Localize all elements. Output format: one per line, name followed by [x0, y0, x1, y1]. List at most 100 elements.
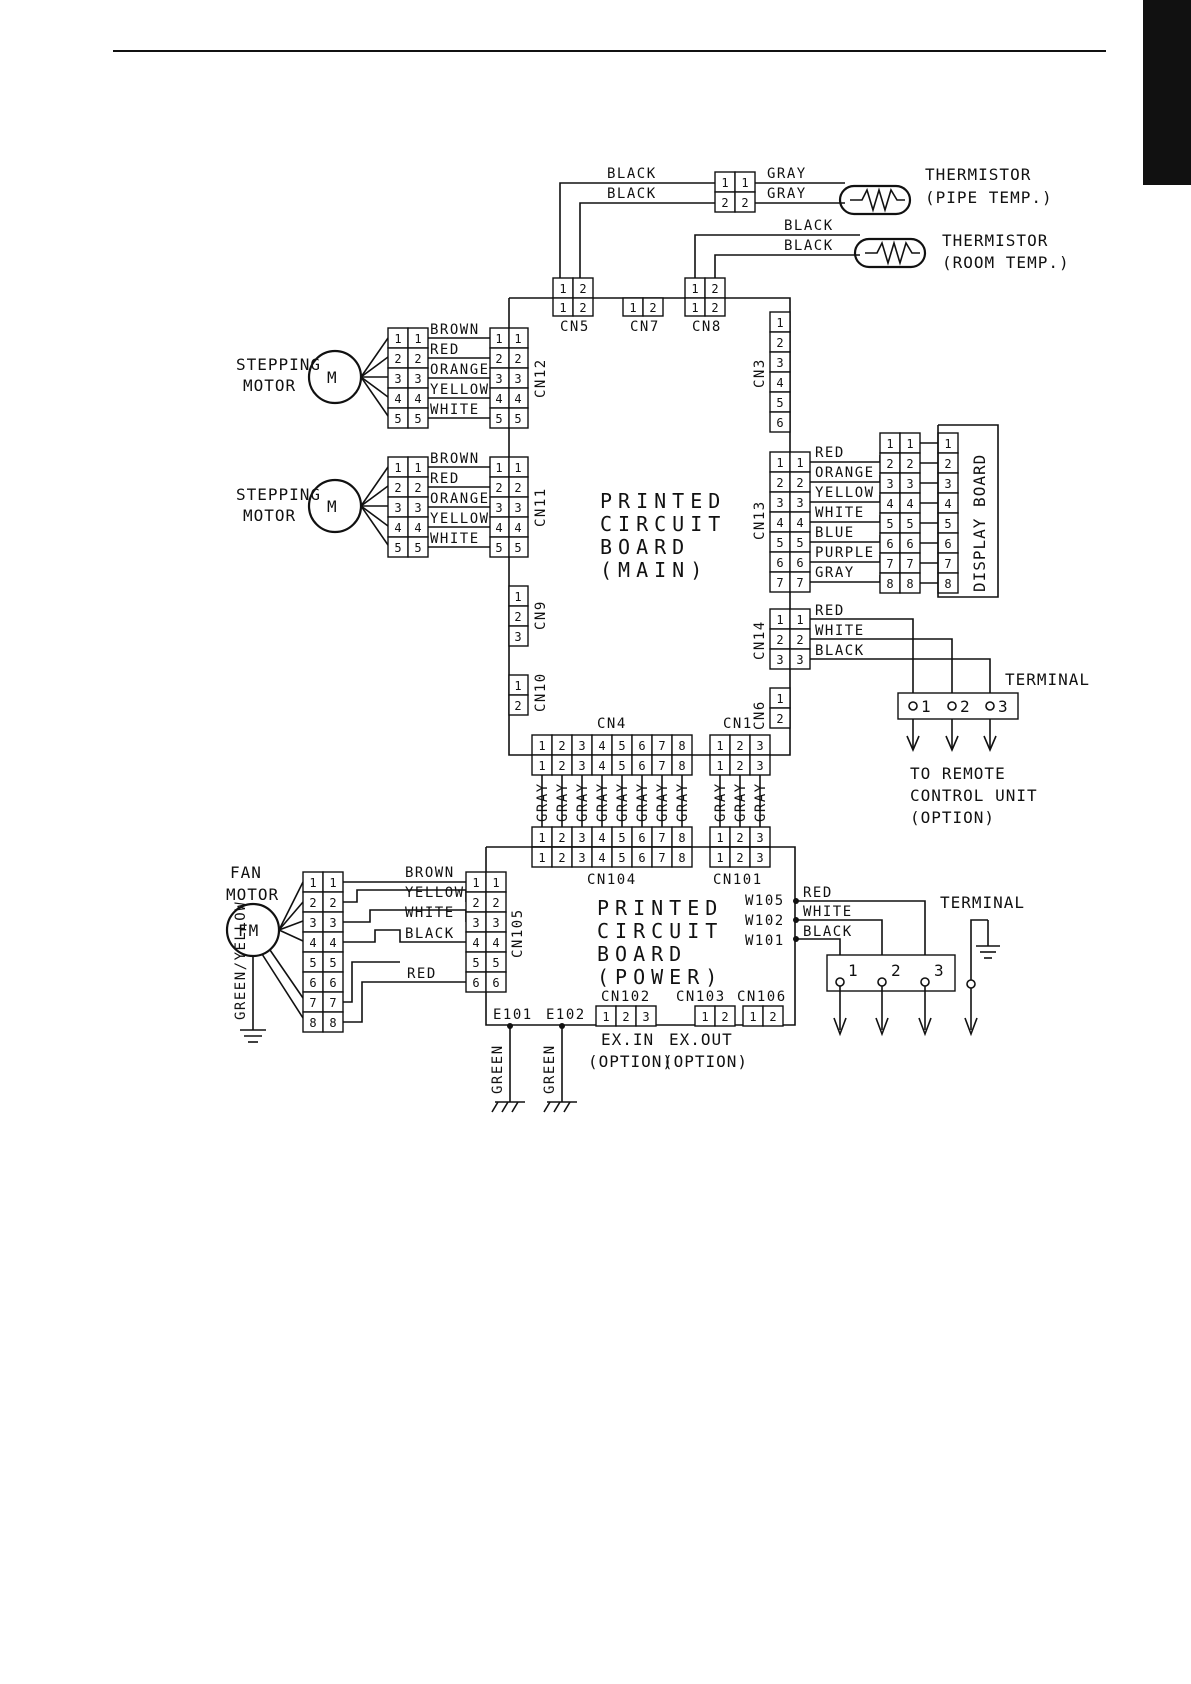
remote-terminal-label: TERMINAL — [1005, 670, 1090, 689]
svg-text:7: 7 — [886, 557, 893, 571]
svg-text:7: 7 — [796, 576, 803, 590]
harness-wire-label: GRAY — [595, 782, 611, 822]
cn104-pin-number: 4 — [598, 831, 605, 845]
svg-text:4: 4 — [394, 392, 401, 406]
svg-text:5: 5 — [944, 517, 951, 531]
svg-text:RED: RED — [815, 603, 845, 619]
svg-text:3: 3 — [796, 496, 803, 510]
svg-text:3: 3 — [776, 653, 783, 667]
cn104-pin-number: 5 — [618, 831, 625, 845]
svg-text:7: 7 — [329, 996, 336, 1010]
svg-text:W102: W102 — [745, 913, 785, 929]
cn104-pin-number: 6 — [638, 831, 645, 845]
cn4-pin-number: 1 — [538, 759, 545, 773]
power-board-line2: CIRCUIT — [597, 919, 723, 943]
cn4-pin-number: 7 — [658, 739, 665, 753]
svg-text:4: 4 — [495, 521, 502, 535]
cn101-label: CN101 — [713, 872, 763, 888]
cn104-pin-number: 6 — [638, 851, 645, 865]
svg-text:WHITE: WHITE — [405, 905, 455, 921]
svg-text:2: 2 — [329, 896, 336, 910]
power-board-line3: BOARD — [597, 942, 687, 966]
svg-text:CN10: CN10 — [533, 672, 549, 712]
svg-text:2: 2 — [960, 697, 971, 716]
svg-text:2: 2 — [796, 476, 803, 490]
svg-text:1: 1 — [514, 461, 521, 475]
svg-text:4: 4 — [886, 497, 893, 511]
svg-text:4: 4 — [309, 936, 316, 950]
svg-text:RED: RED — [815, 445, 845, 461]
svg-text:BLACK: BLACK — [803, 924, 853, 940]
cn104-label: CN104 — [587, 872, 637, 888]
cn1-pin-number: 3 — [756, 759, 763, 773]
stepping-motor-2-label: STEPPING — [236, 485, 321, 504]
svg-text:4: 4 — [414, 392, 421, 406]
svg-text:7: 7 — [944, 557, 951, 571]
svg-text:GRAY: GRAY — [815, 565, 855, 581]
svg-text:RED: RED — [430, 342, 460, 358]
svg-text:2: 2 — [394, 481, 401, 495]
svg-text:W101: W101 — [745, 933, 785, 949]
main-board-line3: BOARD — [600, 535, 690, 559]
svg-text:5: 5 — [309, 956, 316, 970]
svg-text:CN9: CN9 — [533, 600, 549, 630]
svg-text:CN3: CN3 — [752, 358, 768, 388]
svg-text:5: 5 — [514, 541, 521, 555]
svg-text:3: 3 — [776, 356, 783, 370]
svg-text:EX.OUT: EX.OUT — [669, 1030, 733, 1049]
svg-text:2: 2 — [776, 336, 783, 350]
svg-text:4: 4 — [472, 936, 479, 950]
svg-text:2: 2 — [741, 196, 748, 210]
svg-text:1: 1 — [492, 876, 499, 890]
cn4-pin-number: 8 — [678, 739, 685, 753]
svg-text:3: 3 — [329, 916, 336, 930]
svg-text:4: 4 — [394, 521, 401, 535]
cn4-pin-number: 1 — [538, 739, 545, 753]
svg-text:8: 8 — [906, 577, 913, 591]
svg-text:BLUE: BLUE — [815, 525, 855, 541]
svg-text:4: 4 — [776, 376, 783, 390]
cn4-pin-number: 3 — [578, 759, 585, 773]
svg-text:3: 3 — [472, 916, 479, 930]
svg-text:5: 5 — [495, 412, 502, 426]
svg-text:1: 1 — [394, 332, 401, 346]
svg-text:3: 3 — [944, 477, 951, 491]
svg-text:2: 2 — [514, 610, 521, 624]
svg-text:2: 2 — [769, 1010, 776, 1024]
svg-text:6: 6 — [492, 976, 499, 990]
main-board-line2: CIRCUIT — [600, 512, 726, 536]
svg-text:3: 3 — [514, 630, 521, 644]
svg-text:1: 1 — [394, 461, 401, 475]
section-tab — [1143, 0, 1191, 185]
cn1-pin-number: 1 — [716, 739, 723, 753]
svg-text:5: 5 — [329, 956, 336, 970]
svg-text:4: 4 — [329, 936, 336, 950]
harness-wire-label: GRAY — [635, 782, 651, 822]
svg-text:5: 5 — [394, 541, 401, 555]
svg-text:1: 1 — [495, 461, 502, 475]
svg-text:TO REMOTE: TO REMOTE — [910, 764, 1006, 783]
svg-text:1: 1 — [848, 961, 859, 980]
harness-wire-label: GRAY — [675, 782, 691, 822]
svg-text:1: 1 — [559, 282, 566, 296]
svg-text:2: 2 — [711, 282, 718, 296]
stepping-motor-1-label: STEPPING — [236, 355, 321, 374]
svg-text:3: 3 — [309, 916, 316, 930]
svg-text:CN102: CN102 — [601, 989, 651, 1005]
svg-text:1: 1 — [514, 590, 521, 604]
svg-text:1: 1 — [329, 876, 336, 890]
svg-text:YELLOW: YELLOW — [815, 485, 875, 501]
cn101-pin-number: 1 — [716, 831, 723, 845]
harness-wire-label: GRAY — [555, 782, 571, 822]
cn4-pin-number: 4 — [598, 759, 605, 773]
svg-text:6: 6 — [906, 537, 913, 551]
svg-text:2: 2 — [622, 1010, 629, 1024]
cn4-pin-number: 6 — [638, 739, 645, 753]
thermistor-room: BLACK BLACK THERMISTOR (ROOM TEMP.) — [694, 218, 1069, 298]
harness-wire-label: GRAY — [713, 782, 729, 822]
svg-text:1: 1 — [721, 176, 728, 190]
